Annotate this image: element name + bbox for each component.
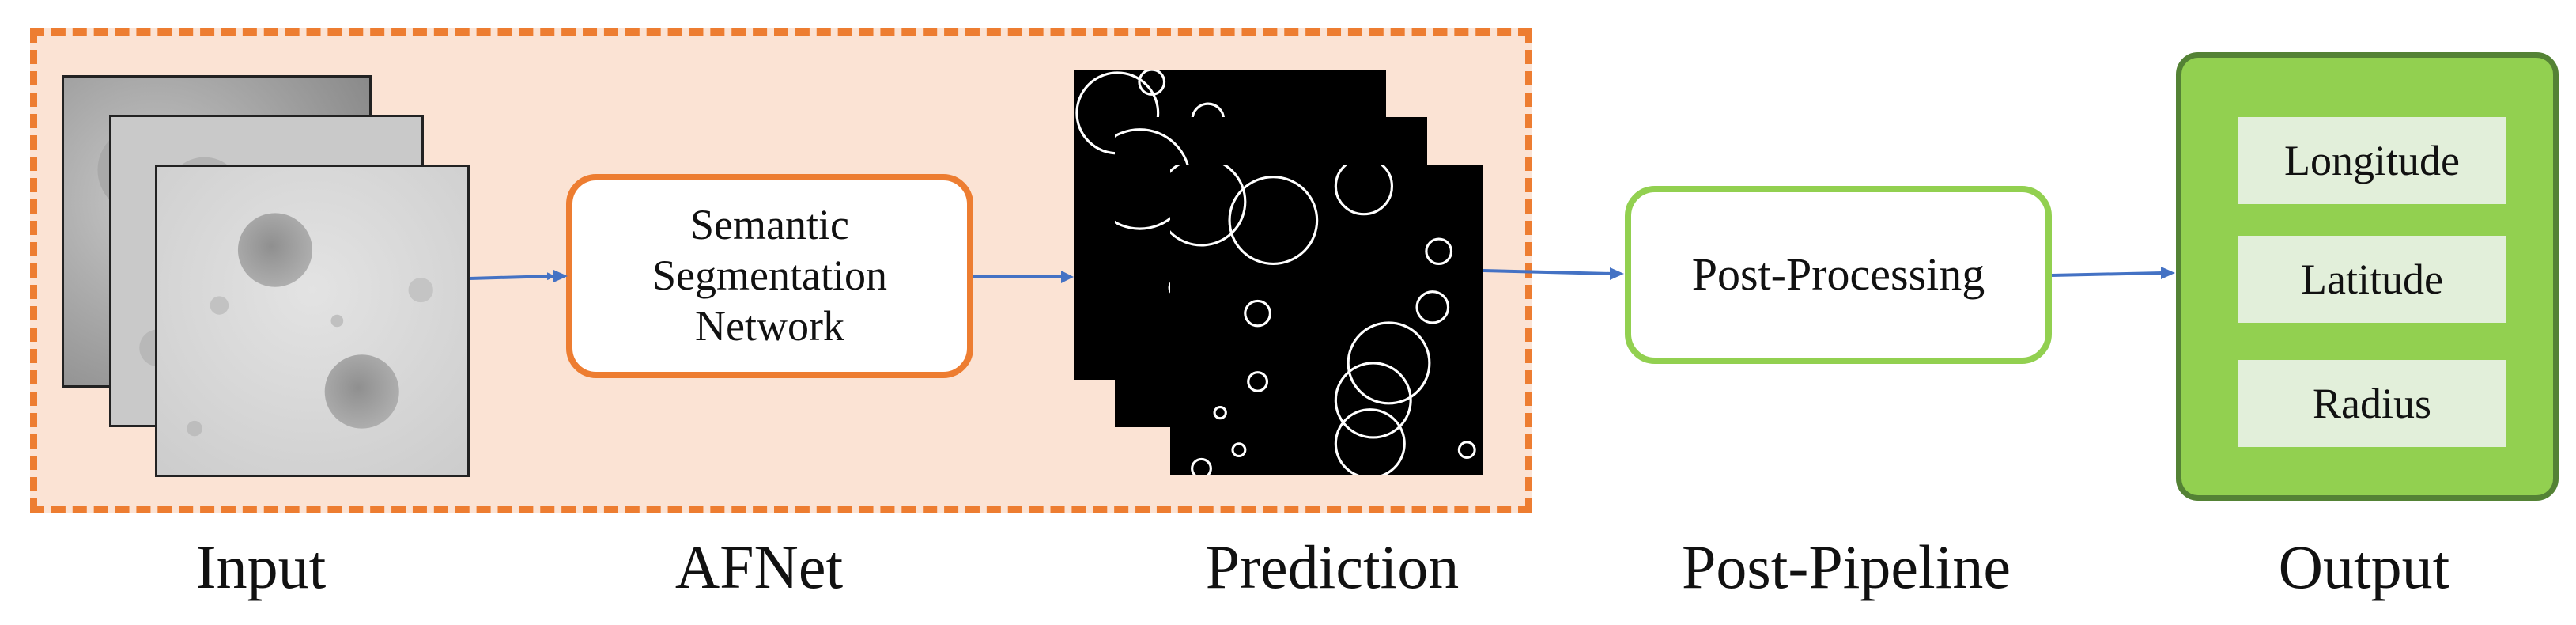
post-processing-label: Post-Processing bbox=[1691, 248, 1985, 301]
input-image-tile bbox=[155, 165, 470, 477]
arrow-postprocessing-to-output bbox=[2051, 271, 2163, 277]
seg-box-line-3: Network bbox=[695, 301, 844, 350]
output-radius: Radius bbox=[2238, 360, 2506, 447]
output-longitude: Longitude bbox=[2238, 117, 2506, 204]
post-processing-box: Post-Processing bbox=[1625, 186, 2052, 364]
stage-label-input: Input bbox=[195, 532, 327, 601]
stage-label-afnet: AFNet bbox=[674, 532, 844, 601]
semantic-segmentation-network-box: Semantic Segmentation Network bbox=[566, 174, 973, 378]
seg-box-line-1: Semantic bbox=[690, 201, 849, 249]
stage-label-prediction: Prediction bbox=[1205, 532, 1460, 601]
stage-label-output: Output bbox=[2278, 532, 2450, 601]
prediction-mask bbox=[1170, 165, 1483, 475]
stage-label-post-pipeline: Post-Pipeline bbox=[1681, 532, 2011, 601]
output-latitude: Latitude bbox=[2238, 236, 2506, 323]
seg-box-line-2: Segmentation bbox=[652, 252, 887, 300]
